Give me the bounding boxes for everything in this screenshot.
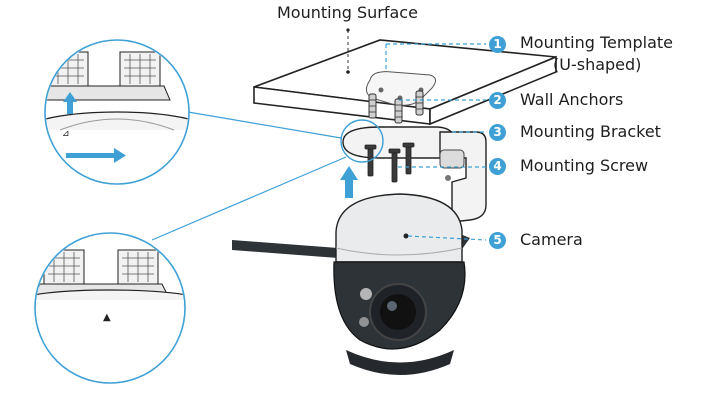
- callout-badge-3: 3: [489, 124, 506, 141]
- callout-label-mounting-bracket: Mounting Bracket: [520, 122, 661, 141]
- detail-leader-line-bottom: [151, 156, 347, 241]
- callout-badge-4: 4: [489, 158, 506, 175]
- camera-illustration: [232, 193, 487, 375]
- callout-badge-5: 5: [489, 232, 506, 249]
- svg-text:⊿: ⊿: [62, 129, 70, 139]
- callout-label-wall-anchors: Wall Anchors: [520, 90, 624, 109]
- detail-view-top: ⊿: [44, 39, 190, 185]
- mounting-screws: [364, 142, 486, 183]
- callout-sublabel-u-shaped: (U-shaped): [553, 55, 642, 74]
- insert-arrow-icon: [340, 166, 358, 198]
- callout-label-mounting-screw: Mounting Screw: [520, 156, 649, 175]
- callout-label-mounting-template: Mounting Template: [520, 33, 673, 52]
- callout-label-camera: Camera: [520, 230, 583, 249]
- callout-badge-1: 1: [489, 36, 506, 53]
- detail-focus-ring: [340, 119, 384, 163]
- wall-anchors: [368, 90, 486, 124]
- detail-leader-line-top: [187, 111, 342, 139]
- callout-badge-2: 2: [489, 92, 506, 109]
- detail-view-bottom: ▲: [34, 232, 186, 384]
- svg-text:▲: ▲: [103, 312, 111, 323]
- mounting-surface-label: Mounting Surface: [277, 3, 418, 22]
